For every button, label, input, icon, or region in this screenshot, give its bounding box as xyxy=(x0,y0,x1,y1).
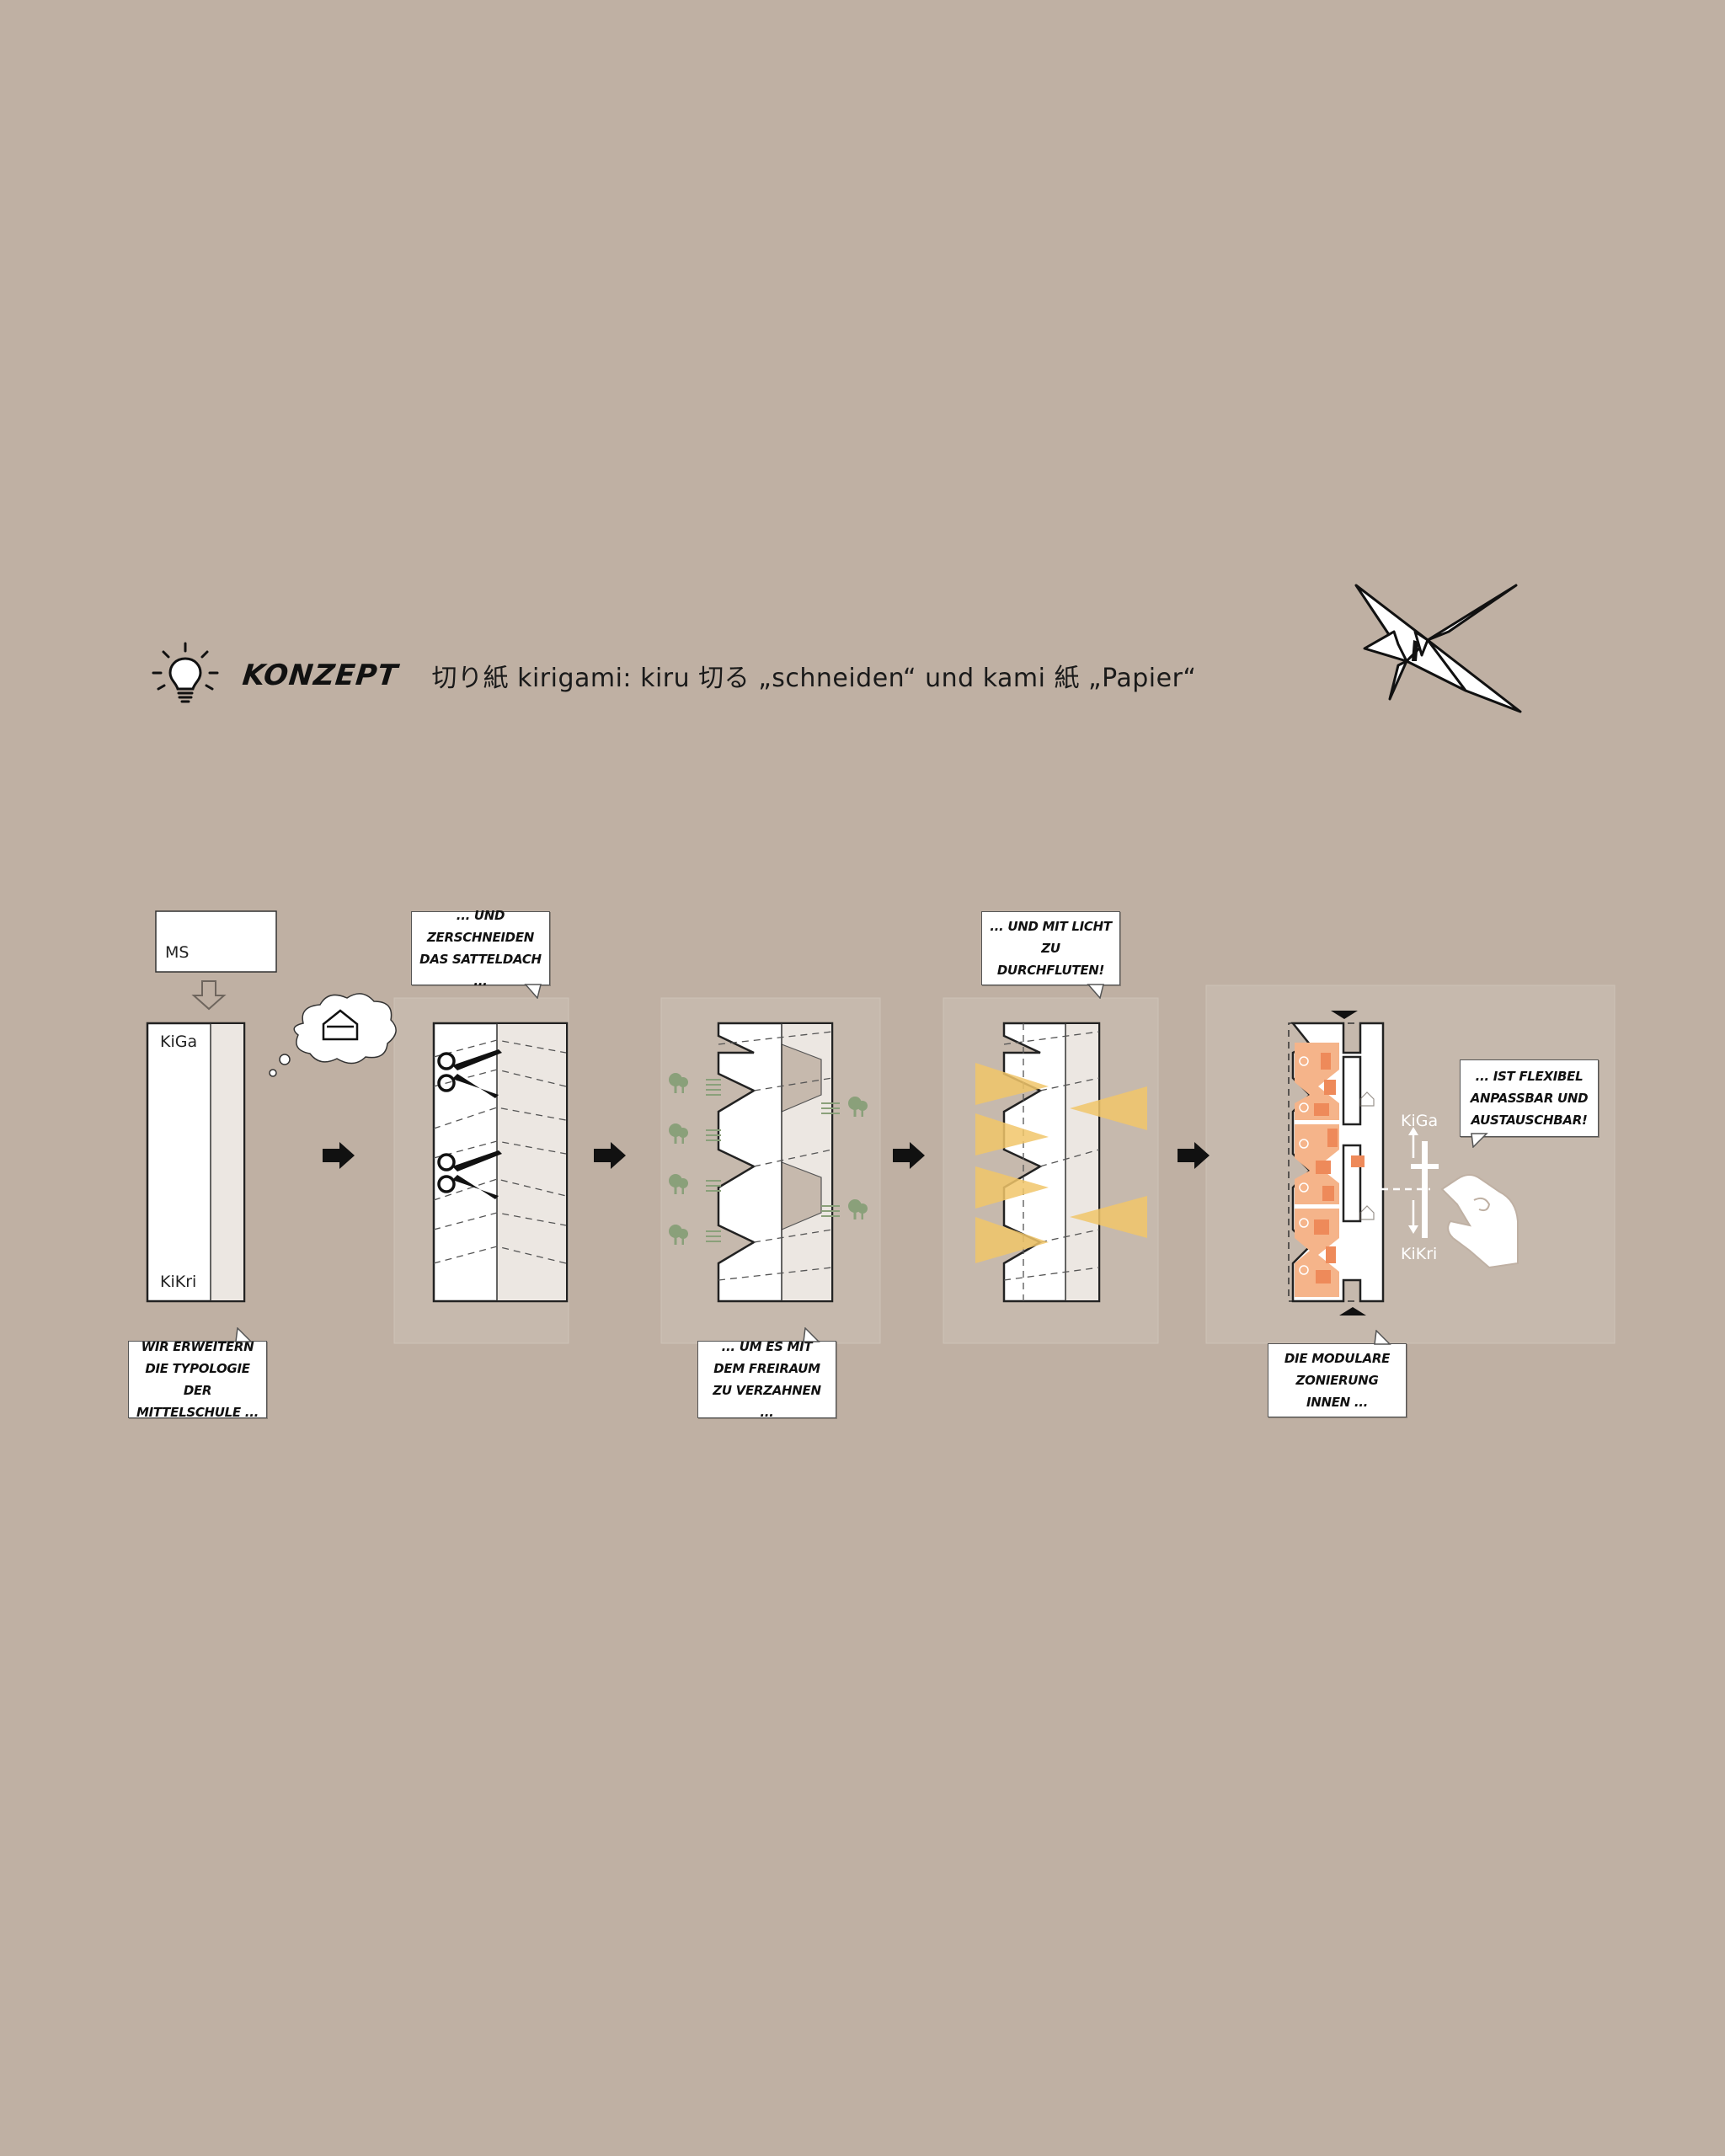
panel-step5 xyxy=(1205,985,1616,1344)
origami-crane-icon xyxy=(1354,584,1522,713)
lightbulb-icon xyxy=(152,642,219,703)
caption-step5-flexible: ... IST FLEXIBEL ANPASSBAR UND AUSTAUSCH… xyxy=(1460,1059,1599,1137)
house-icon xyxy=(322,1009,359,1041)
header: KONZEPT 切り紙 kirigami: kiru 切る „schneiden… xyxy=(150,633,1196,718)
down-arrow-icon xyxy=(191,980,227,1011)
hand-icon xyxy=(1440,1174,1519,1269)
bubble-tail xyxy=(235,1327,253,1342)
kiga-label-step5: KiGa xyxy=(1401,1112,1439,1130)
caption-step4: ... UND MIT LICHT ZU DURCHFLUTEN! xyxy=(981,911,1120,985)
arrow-right-icon xyxy=(594,1142,626,1169)
step5-volume xyxy=(1288,1011,1519,1315)
arrow-right-icon xyxy=(893,1142,925,1169)
caption-step1: WIR ERWEITERN DIE TYPOLOGIE DER MITTELSC… xyxy=(128,1339,267,1420)
step4-volume xyxy=(975,1022,1147,1303)
bubble-tail xyxy=(1087,984,1104,999)
bubble-tail xyxy=(524,984,542,999)
bubble-tail xyxy=(803,1327,820,1342)
step3-volume xyxy=(669,1022,868,1303)
step2-volume xyxy=(432,1022,569,1303)
caption-step3: ... UM ES MIT DEM FREIRAUM ZU VERZAHNEN … xyxy=(697,1339,836,1420)
ms-label: MS xyxy=(165,943,190,962)
kikri-label-step5: KiKri xyxy=(1401,1245,1438,1263)
caption-step5: DIE MODULARE ZONIERUNG INNEN ... xyxy=(1268,1343,1407,1417)
page-subtitle: 切り紙 kirigami: kiru 切る „schneiden“ und ka… xyxy=(431,664,1197,693)
arrow-right-icon xyxy=(1178,1142,1210,1169)
ms-box xyxy=(155,910,277,973)
thought-cloud xyxy=(269,993,397,1077)
caption-step2: ... UND ZERSCHNEIDEN DAS SATTELDACH ... xyxy=(411,908,550,989)
light-cones xyxy=(975,1063,1147,1263)
marker-top xyxy=(1331,1011,1358,1019)
kikri-label: KiKri xyxy=(160,1273,197,1291)
marker-bottom xyxy=(1339,1307,1366,1315)
slider-control xyxy=(1408,1127,1439,1238)
bubble-tail xyxy=(1471,1133,1488,1148)
bubble-tail xyxy=(1374,1330,1391,1345)
kiga-label: KiGa xyxy=(160,1033,198,1051)
arrow-right-icon xyxy=(323,1142,355,1169)
step1-volume xyxy=(146,910,397,1303)
